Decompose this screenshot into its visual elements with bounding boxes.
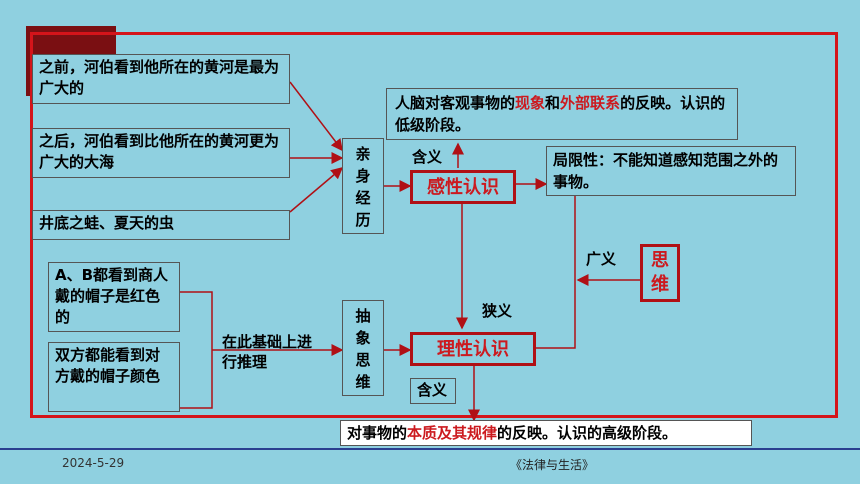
def-highlight: 本质及其规律 (407, 424, 498, 442)
experience-char: 历 (355, 211, 371, 229)
experience-char: 经 (355, 189, 371, 207)
main-frame (30, 32, 838, 418)
meaning-label-top: 含义 (412, 148, 443, 166)
experience-char: 身 (355, 167, 371, 185)
narrow-label: 狭义 (482, 302, 513, 320)
abstract-char: 象 (355, 329, 371, 347)
abstract-char: 维 (355, 373, 371, 391)
footer-title: 《法律与生活》 (510, 458, 595, 472)
thinking-box: 思 维 (640, 244, 680, 302)
perceptual-label: 感性认识 (427, 176, 499, 198)
footer-divider (0, 448, 860, 450)
def-text: 对事物的 (347, 424, 408, 442)
rational-cognition-box: 理性认识 (410, 332, 536, 366)
broad-label: 广义 (586, 250, 617, 268)
scenario-box-3: 井底之蛙、夏天的虫 (32, 210, 290, 240)
meaning-label-bottom: 含义 (417, 381, 448, 399)
limitation-text: 局限性：不能知道感知范围之外的事物。 (553, 151, 779, 191)
def-highlight: 现象 (515, 94, 546, 112)
scenario-text: 之前，河伯看到他所在的黄河是最为广大的 (39, 58, 280, 97)
experience-char: 亲 (355, 145, 371, 163)
abstract-char: 抽 (355, 307, 371, 325)
scenario-text: A、B都看到商人戴的帽子是红色的 (55, 266, 169, 326)
limitation-box: 局限性：不能知道感知范围之外的事物。 (546, 146, 796, 196)
rational-definition-box: 对事物的本质及其规律的反映。认识的高级阶段。 (340, 420, 752, 446)
scenario-box-5: 双方都能看到对方戴的帽子颜色 (48, 342, 180, 412)
def-highlight: 外部联系 (560, 94, 621, 112)
scenario-box-4: A、B都看到商人戴的帽子是红色的 (48, 262, 180, 332)
footer-date: 2024-5-29 (62, 456, 125, 470)
personal-experience-box: 亲 身 经 历 (342, 138, 384, 234)
scenario-box-1: 之前，河伯看到他所在的黄河是最为广大的 (32, 54, 290, 104)
scenario-text: 双方都能看到对方戴的帽子颜色 (55, 346, 161, 385)
thinking-char: 维 (651, 274, 669, 295)
perceptual-definition-box: 人脑对客观事物的现象和外部联系的反映。认识的低级阶段。 (386, 88, 738, 140)
def-text: 人脑对客观事物的 (395, 94, 516, 112)
reasoning-label: 在此基础上进行推理 (222, 332, 322, 372)
rational-label: 理性认识 (437, 338, 509, 360)
scenario-text: 之后，河伯看到比他所在的黄河更为广大的大海 (39, 132, 280, 171)
def-text: 的反映。认识的低级阶段。 (395, 94, 726, 134)
meaning-label-bottom-box: 含义 (410, 378, 456, 404)
def-text: 的反映。认识的高级阶段。 (497, 424, 678, 442)
scenario-box-2: 之后，河伯看到比他所在的黄河更为广大的大海 (32, 128, 290, 178)
thinking-char: 思 (651, 250, 669, 271)
scenario-text: 井底之蛙、夏天的虫 (39, 214, 175, 232)
perceptual-cognition-box: 感性认识 (410, 170, 516, 204)
abstract-char: 思 (355, 351, 371, 369)
reasoning-text: 在此基础上进行推理 (222, 333, 313, 371)
def-text: 和 (545, 94, 561, 112)
abstract-thinking-box: 抽 象 思 维 (342, 300, 384, 396)
